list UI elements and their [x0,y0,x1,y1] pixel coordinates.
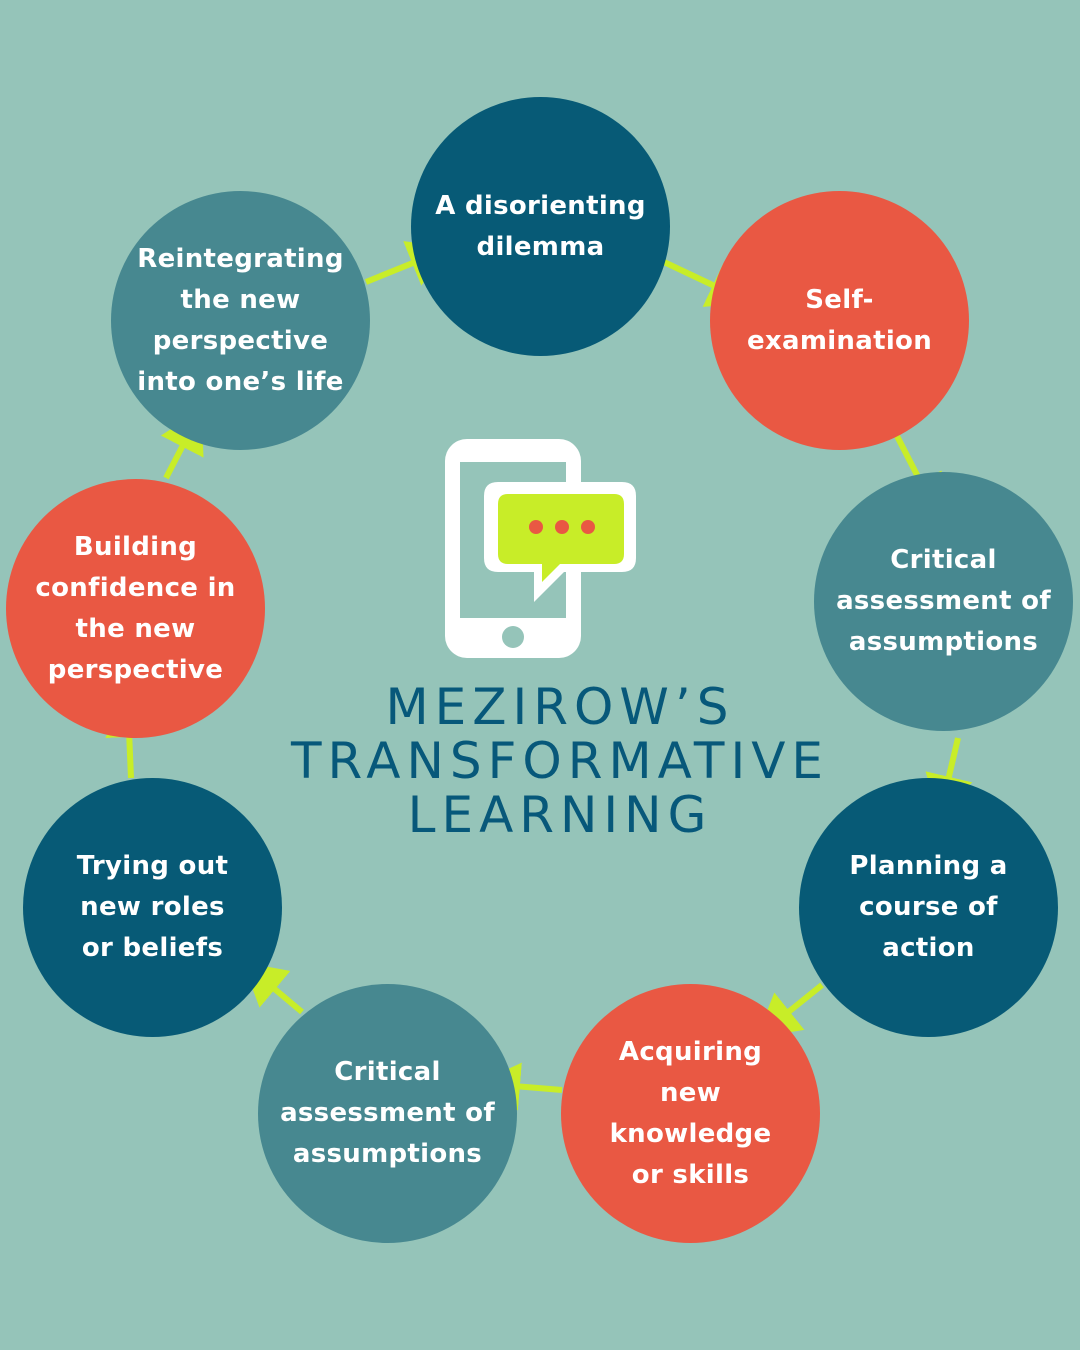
title-line-2: TRANSFORMATIVE [290,732,829,790]
step-3-label: Critical assessment of assumptions [836,545,1051,657]
step-6-label: Critical assessment of assumptions [280,1057,495,1169]
chat-bubble [498,494,624,582]
step-6-circle: Critical assessment of assumptions [258,984,517,1243]
step-8-circle: Building confidence in the new perspecti… [6,479,265,738]
step-7-circle: Trying out new roles or beliefs [23,778,282,1037]
step-9-label: Reintegrating the new perspective into o… [137,243,344,397]
chat-dot-2 [555,520,569,534]
step-2-label: Self- examination [746,284,933,356]
chat-dot-3 [581,520,595,534]
step-8-label: Building confidence in the new perspecti… [35,531,236,685]
step-7-label: Trying out new roles or beliefs [76,851,229,963]
step-2-circle: Self- examination [710,191,969,450]
step-5-label: Acquiring new knowledge or skills [609,1036,772,1190]
page-title: MEZIROW’S TRANSFORMATIVE LEARNING [190,680,930,842]
smartphone-chat-icon [445,439,636,658]
step-1-label: A disorienting dilemma [435,190,646,262]
phone-home-button [502,626,524,648]
chat-dot-1 [529,520,543,534]
title-line-3: LEARNING [407,786,713,844]
step-1-circle: A disorienting dilemma [411,97,670,356]
step-4-circle: Planning a course of action [799,778,1058,1037]
step-5-circle: Acquiring new knowledge or skills [561,984,820,1243]
step-9-circle: Reintegrating the new perspective into o… [111,191,370,450]
step-3-circle: Critical assessment of assumptions [814,472,1073,731]
step-4-label: Planning a course of action [849,851,1008,963]
title-line-1: MEZIROW’S [385,678,735,736]
